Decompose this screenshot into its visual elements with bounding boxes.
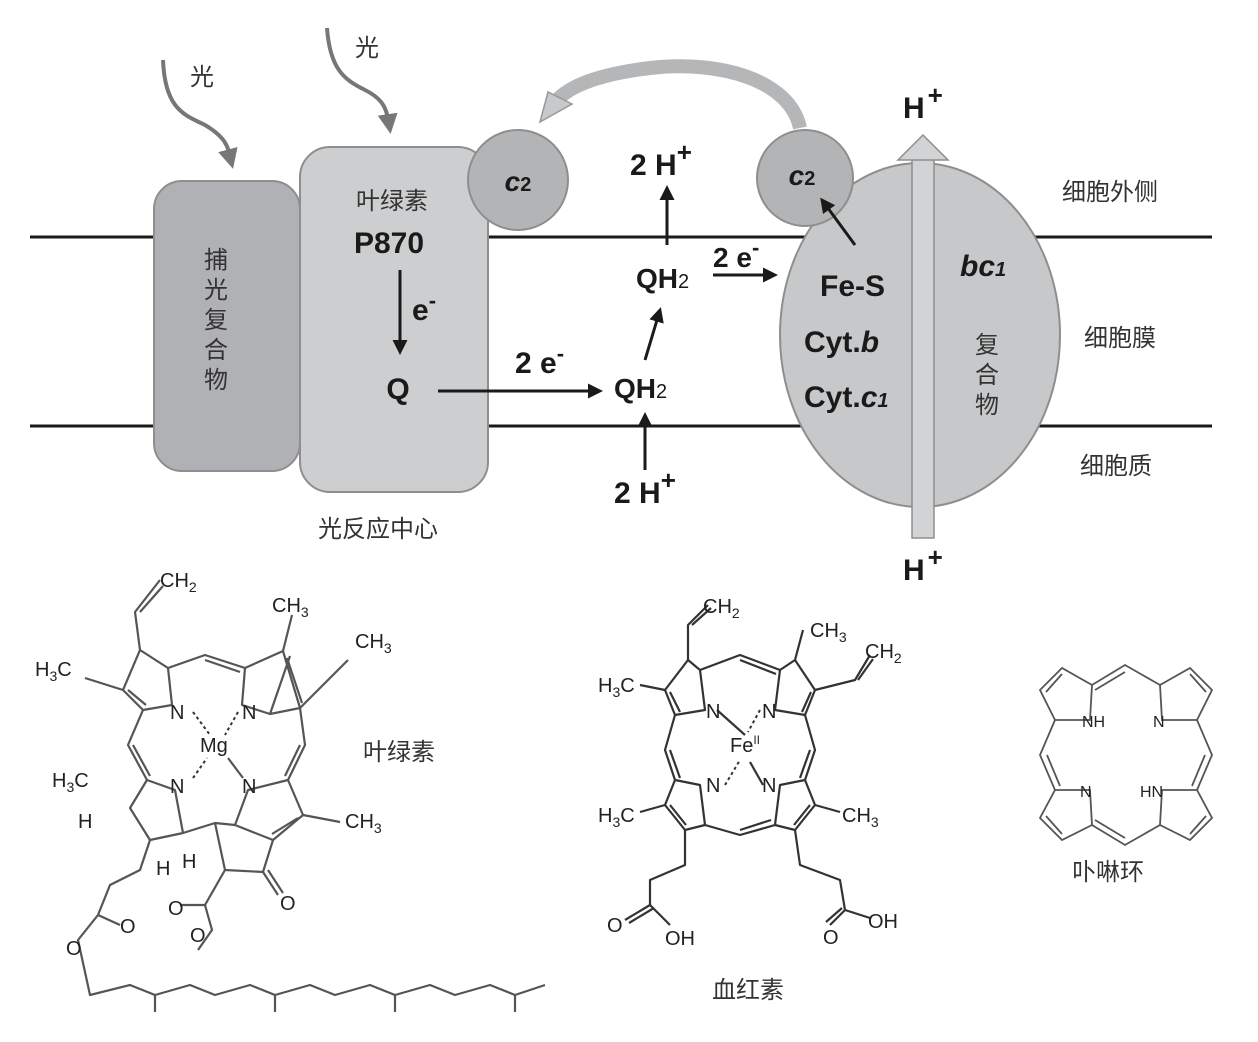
c2-left-label: c2 [505, 166, 532, 197]
proton-bottom: H+ [903, 542, 943, 587]
svg-text:H3C: H3C [598, 675, 635, 700]
svg-text:N: N [706, 775, 720, 797]
protons-out-qh2: 2 H+ [630, 137, 692, 182]
transfer-2e-upper: 2 e- [713, 235, 759, 273]
electron-label: e- [412, 288, 436, 327]
fes-to-c2-arrow [820, 197, 857, 246]
chlorophyll-labels: CH2 CH3 CH3 H3C H3C CH3 H H H O O O O O … [35, 570, 392, 960]
region-membrane: 细胞膜 [1084, 324, 1156, 352]
svg-text:H: H [182, 851, 196, 873]
cytochrome-c2-left [467, 129, 569, 231]
svg-text:N: N [170, 776, 184, 798]
chlorophyll-metal: Mg [200, 735, 228, 757]
region-cytoplasm: 细胞质 [1080, 452, 1152, 480]
svg-text:HN: HN [1140, 784, 1163, 801]
svg-text:N: N [242, 776, 256, 798]
svg-text:O: O [280, 893, 296, 915]
heme-metal: FeII [730, 733, 760, 757]
svg-text:CH3: CH3 [272, 595, 309, 620]
svg-text:CH2: CH2 [160, 570, 197, 595]
porphyrin-caption: 卟啉环 [1072, 858, 1144, 886]
c2-return-arrowhead [538, 90, 574, 124]
lh-char-4: 合 [204, 336, 228, 364]
svg-text:N: N [762, 701, 776, 723]
svg-text:O: O [168, 898, 184, 920]
svg-text:H: H [78, 811, 92, 833]
svg-text:O: O [120, 916, 136, 938]
svg-text:CH3: CH3 [842, 805, 879, 830]
svg-text:CH3: CH3 [810, 620, 847, 645]
proton-channel-arrowhead [896, 133, 950, 161]
light-harvesting-label: 捕 光 复 合 物 [204, 246, 228, 394]
fe-s-label: Fe-S [820, 270, 885, 303]
reaction-center [299, 146, 489, 493]
light-label-2: 光 [355, 34, 379, 62]
lh-char-3: 复 [204, 306, 228, 334]
qh2-upper: QH2 [636, 263, 689, 294]
porphyrin-structure [1038, 663, 1214, 847]
svg-text:H: H [156, 858, 170, 880]
svg-text:CH2: CH2 [865, 641, 902, 666]
heme-structure [624, 604, 874, 926]
region-outside: 细胞外侧 [1062, 178, 1158, 206]
svg-text:O: O [823, 927, 839, 949]
bc1-name: bc1 [960, 250, 1006, 283]
c2-right-label: c2 [789, 160, 816, 191]
chlorophyll-caption: 叶绿素 [363, 738, 435, 766]
chlorophyll-structure [76, 579, 546, 1012]
light-label-1: 光 [190, 63, 214, 91]
bc1-char-3: 物 [975, 391, 999, 419]
bc1-char-1: 复 [975, 331, 999, 359]
light-arrow-1 [161, 59, 238, 169]
svg-text:CH2: CH2 [703, 596, 740, 621]
svg-text:H3C: H3C [598, 805, 635, 830]
c2-return-arrow [549, 59, 807, 130]
cyt-c1-label: Cyt.c1 [804, 381, 889, 414]
svg-text:O: O [607, 915, 623, 937]
svg-text:N: N [242, 702, 256, 724]
porphyrin-labels: NH N N HN [1080, 714, 1165, 801]
svg-text:H3C: H3C [35, 659, 72, 684]
reaction-center-caption: 光反应中心 [318, 515, 438, 543]
transfer-2e-lower: 2 e- [515, 341, 564, 380]
heme-labels: CH2 CH3 CH2 H3C H3C CH3 O OH O OH N N N … [598, 596, 902, 950]
svg-text:N: N [762, 775, 776, 797]
cyt-b-label: Cyt.b [804, 326, 879, 359]
svg-text:H3C: H3C [52, 770, 89, 795]
svg-text:N: N [170, 702, 184, 724]
light-arrow-2 [325, 27, 398, 134]
svg-text:OH: OH [665, 928, 695, 950]
svg-text:N: N [706, 701, 720, 723]
lh-char-1: 捕 [204, 246, 228, 274]
svg-text:OH: OH [868, 911, 898, 933]
p870-label: P870 [354, 227, 424, 260]
svg-text:O: O [190, 925, 206, 947]
qh2-diffuse-arrow [643, 307, 664, 361]
svg-text:N: N [1153, 714, 1165, 731]
svg-text:CH3: CH3 [345, 811, 382, 836]
svg-text:N: N [1080, 784, 1092, 801]
proton-channel [911, 157, 935, 539]
pigment-label: 叶绿素 [356, 187, 428, 215]
bc1-complex-label: 复 合 物 [975, 331, 999, 419]
quinone-label: Q [386, 373, 409, 406]
bc1-char-2: 合 [975, 361, 999, 389]
svg-text:NH: NH [1082, 714, 1105, 731]
lh-char-5: 物 [204, 366, 228, 394]
protons-in-qh2: 2 H+ [614, 465, 676, 510]
heme-caption: 血红素 [712, 976, 784, 1004]
qh2-lower: QH2 [614, 373, 667, 404]
svg-text:CH3: CH3 [355, 631, 392, 656]
proton-top: H+ [903, 80, 943, 125]
lh-char-2: 光 [204, 276, 228, 304]
svg-text:O: O [66, 938, 82, 960]
